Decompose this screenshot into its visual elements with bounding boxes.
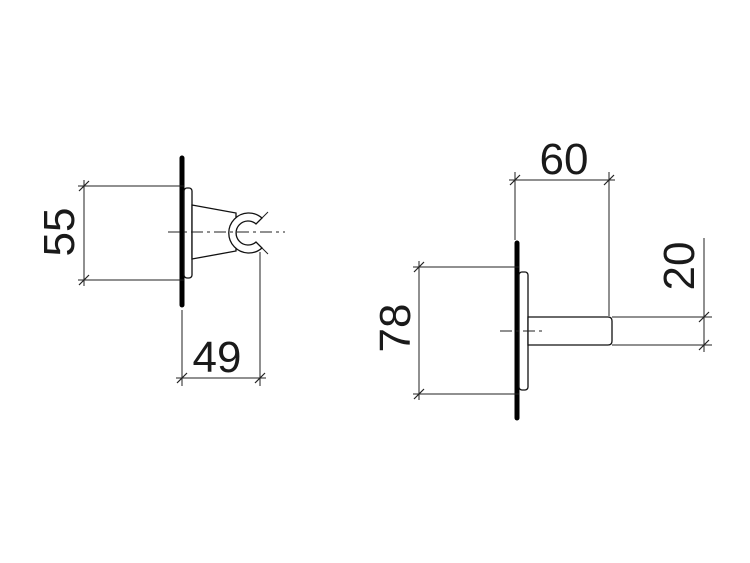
left-depth-label: 49 [193, 333, 242, 382]
right-height-dimension: 78 [371, 261, 519, 400]
left-height-label: 55 [35, 208, 84, 257]
left-depth-dimension: 49 [176, 252, 266, 386]
right-depth-dimension: 60 [509, 135, 615, 316]
right-height-label: 78 [371, 304, 420, 353]
left-clip-tips [261, 211, 269, 255]
left-rosette [183, 187, 193, 279]
right-view: 60 20 78 [371, 135, 712, 421]
right-pin-dimension: 20 [612, 238, 712, 352]
right-pin [527, 316, 613, 346]
left-clip [228, 212, 263, 254]
right-depth-label: 60 [540, 135, 589, 184]
right-pin-label: 20 [655, 242, 704, 291]
left-height-dimension: 55 [35, 180, 184, 286]
left-view: 55 49 [35, 155, 285, 386]
